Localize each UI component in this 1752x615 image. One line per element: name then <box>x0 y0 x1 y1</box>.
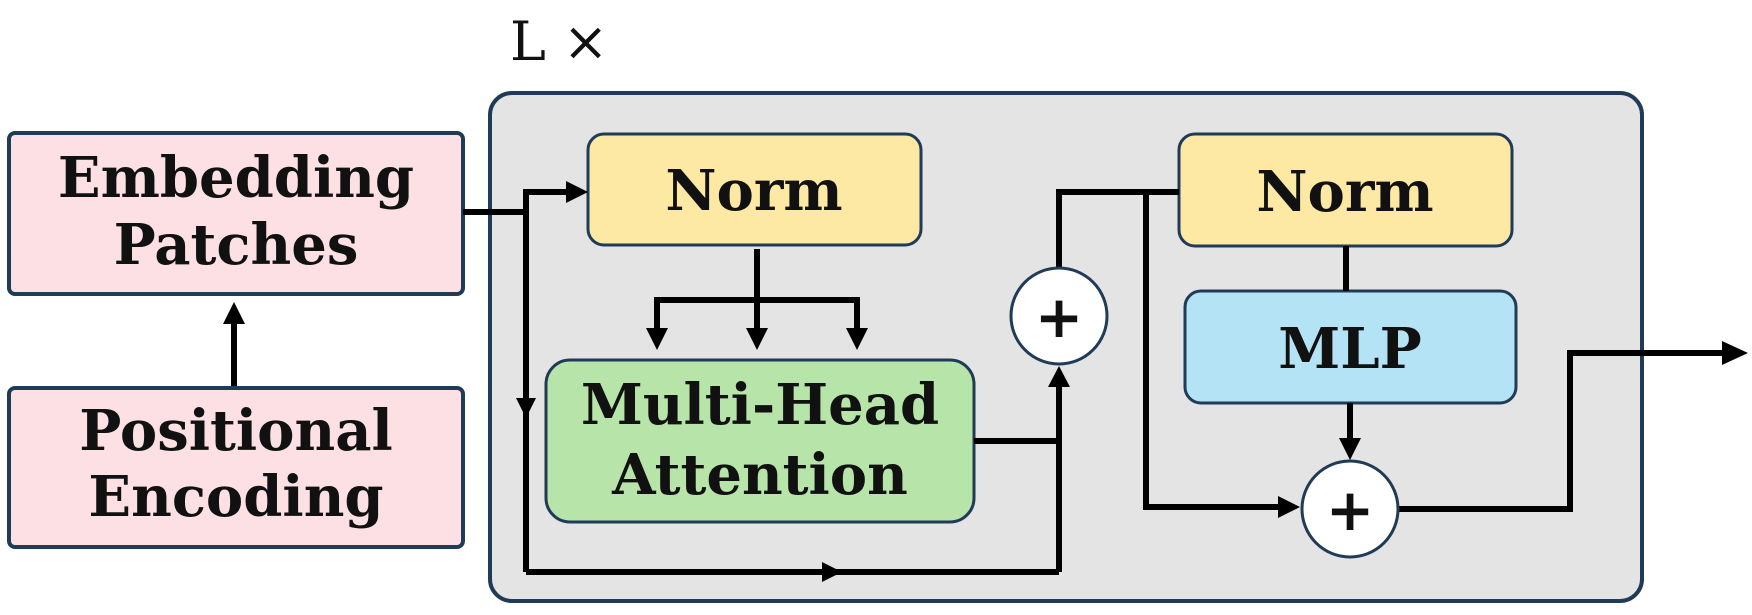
add-2-plus-icon: + <box>1326 476 1375 544</box>
norm-2-label: Norm <box>1256 159 1433 225</box>
norm-box-1: Norm <box>586 132 923 247</box>
head-v-arrowhead <box>846 328 868 350</box>
norm-box-2: Norm <box>1177 132 1514 248</box>
add-node-2: + <box>1300 459 1400 559</box>
multi-head-attention-box: Multi-Head Attention <box>544 358 976 524</box>
head-k-arrowhead <box>746 328 768 350</box>
residual-1-bottom-arrowhead <box>822 562 842 582</box>
norm-1-label: Norm <box>665 158 842 224</box>
norm-1-input-arrowhead <box>566 181 588 203</box>
add-1-input-arrowhead <box>1048 366 1070 387</box>
repeat-label: L × <box>510 10 608 73</box>
residual-1-mid-arrowhead <box>516 398 536 418</box>
attention-label: Attention <box>611 442 908 508</box>
positional-label: Positional <box>79 398 393 464</box>
add-2-left-arrowhead <box>1278 496 1300 518</box>
output-wire <box>1397 350 1724 512</box>
patches-label: Patches <box>114 212 359 278</box>
embedding-patches-box: Embedding Patches <box>7 131 465 296</box>
embedding-to-norm-wire <box>463 189 568 215</box>
add-node-1: + <box>1009 266 1109 366</box>
head-q-arrowhead <box>646 328 668 350</box>
positional-arrowhead <box>223 302 245 324</box>
add-1-plus-icon: + <box>1035 283 1084 351</box>
embedding-label: Embedding <box>58 145 414 211</box>
positional-encoding-box: Positional Encoding <box>7 386 465 549</box>
add-1-to-norm-2-wire <box>1056 189 1179 268</box>
mlp-label: MLP <box>1278 316 1421 382</box>
encoding-label: Encoding <box>88 464 383 530</box>
residual-2-wire <box>1143 192 1280 510</box>
multi-head-label: Multi-Head <box>581 372 939 438</box>
add-2-top-arrowhead <box>1339 438 1361 460</box>
mlp-box: MLP <box>1183 289 1518 405</box>
output-arrowhead <box>1722 341 1748 365</box>
